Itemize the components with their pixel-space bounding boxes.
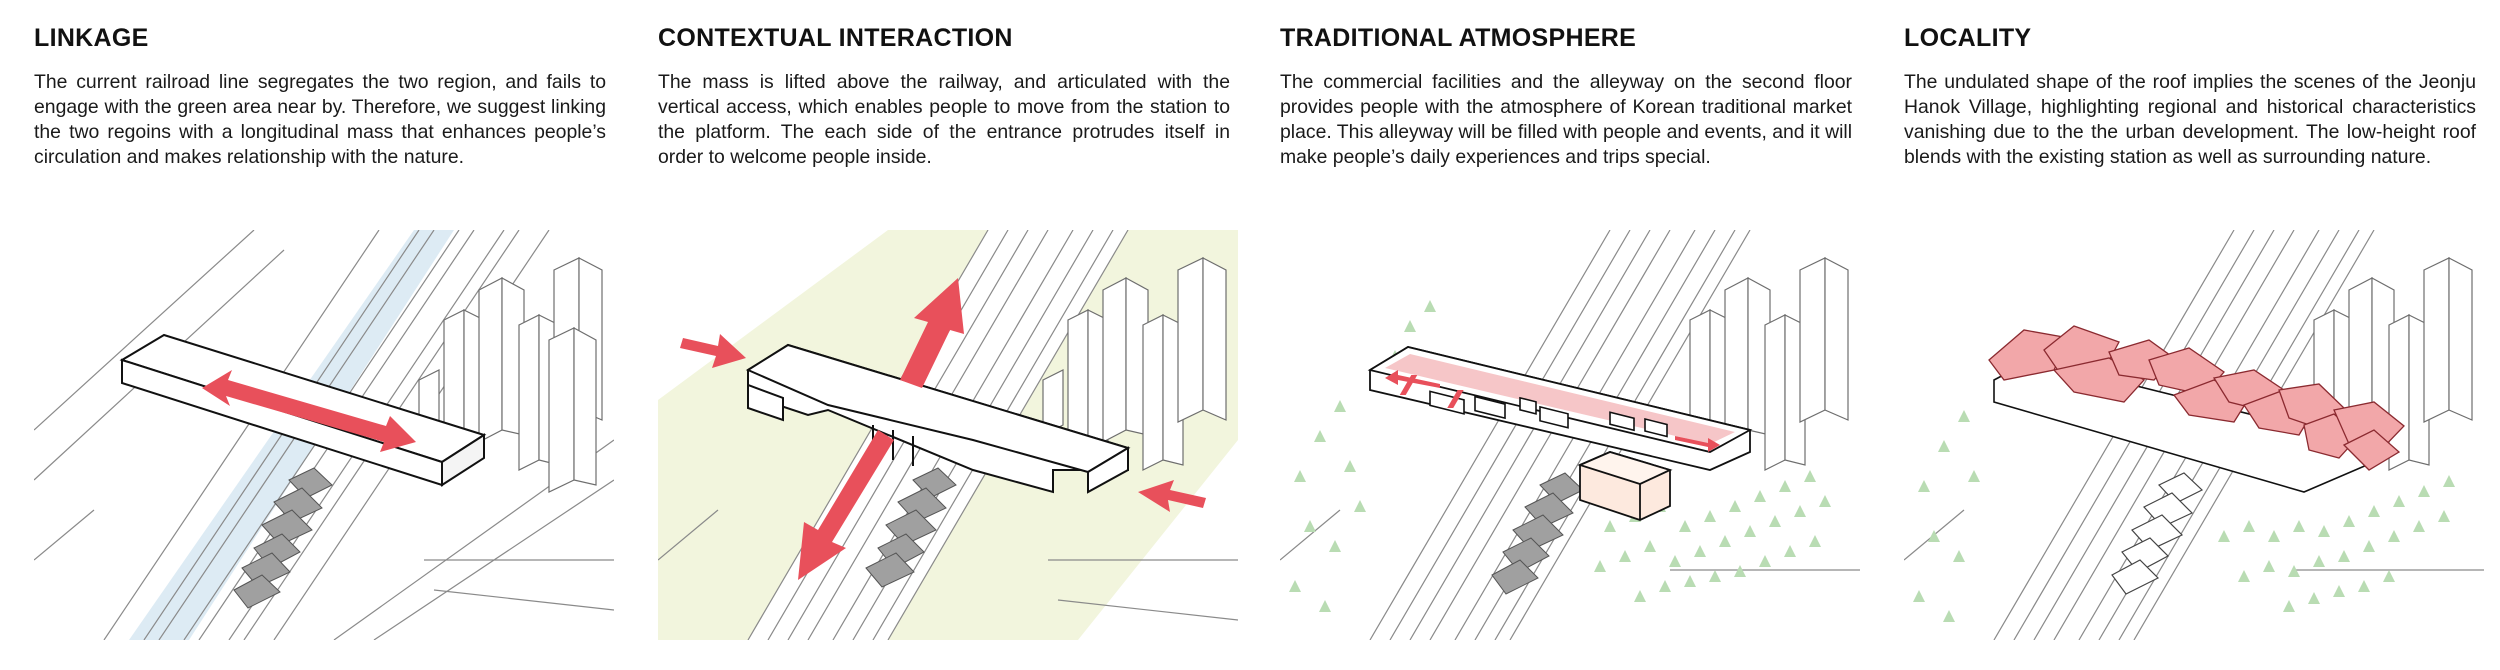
green-zone-left (658, 230, 988, 640)
hanok-roofs (1491, 472, 1584, 595)
undulated-roof (1988, 325, 2405, 471)
tower-buildings (1042, 257, 1227, 471)
commercial-mass (1367, 346, 1753, 521)
site-context (1280, 230, 1860, 640)
panel-traditional-atmosphere: TRADITIONAL ATMOSPHERE The commercial fa… (1280, 0, 1870, 670)
panel-contextual-interaction: CONTEXTUAL INTERACTION The mass is lifte… (658, 0, 1248, 670)
trees-right (2218, 475, 2455, 612)
arrow-down-vertical-icon (798, 430, 894, 580)
panel-title: LOCALITY (1904, 24, 2032, 52)
articulated-mass (745, 343, 1131, 494)
tower-buildings (418, 257, 603, 493)
panel-description: The undulated shape of the roof implies … (1904, 71, 2476, 168)
panel-title: CONTEXTUAL INTERACTION (658, 24, 1013, 52)
community-box (1577, 451, 1673, 521)
panel-description: The commercial facilities and the alleyw… (1280, 71, 1852, 168)
traditional-atmosphere-axonometric-diagram (1280, 230, 1860, 640)
arrow-up-vertical-icon (900, 278, 964, 388)
contextual-interaction-axonometric-diagram (658, 230, 1238, 640)
hanok-roofs (865, 467, 957, 588)
double-arrow-icon (202, 370, 416, 452)
panel-linkage: LINKAGE The current railroad line segreg… (34, 0, 624, 670)
arrow-right-entry-icon (1138, 480, 1206, 512)
trees-left (1289, 300, 1436, 612)
hanok-roofs-outline (2111, 472, 2204, 595)
arrow-left-entry-icon (680, 334, 746, 368)
shop-units (1429, 390, 1668, 438)
panel-description: The current railroad line segregates the… (34, 71, 606, 168)
tower-buildings (2313, 257, 2473, 471)
panel-description: The mass is lifted above the railway, an… (658, 71, 1230, 168)
trees-left (1913, 410, 1980, 622)
locality-axonometric-diagram (1904, 230, 2484, 640)
linkage-axonometric-diagram (34, 230, 614, 640)
entry-arrows (680, 278, 1206, 580)
panel-title: TRADITIONAL ATMOSPHERE (1280, 24, 1637, 52)
hanok-roofs (233, 467, 333, 609)
panel-locality: LOCALITY The undulated shape of the roof… (1904, 0, 2494, 670)
alleyway-arrows (1385, 370, 1720, 452)
panel-title: LINKAGE (34, 24, 149, 52)
